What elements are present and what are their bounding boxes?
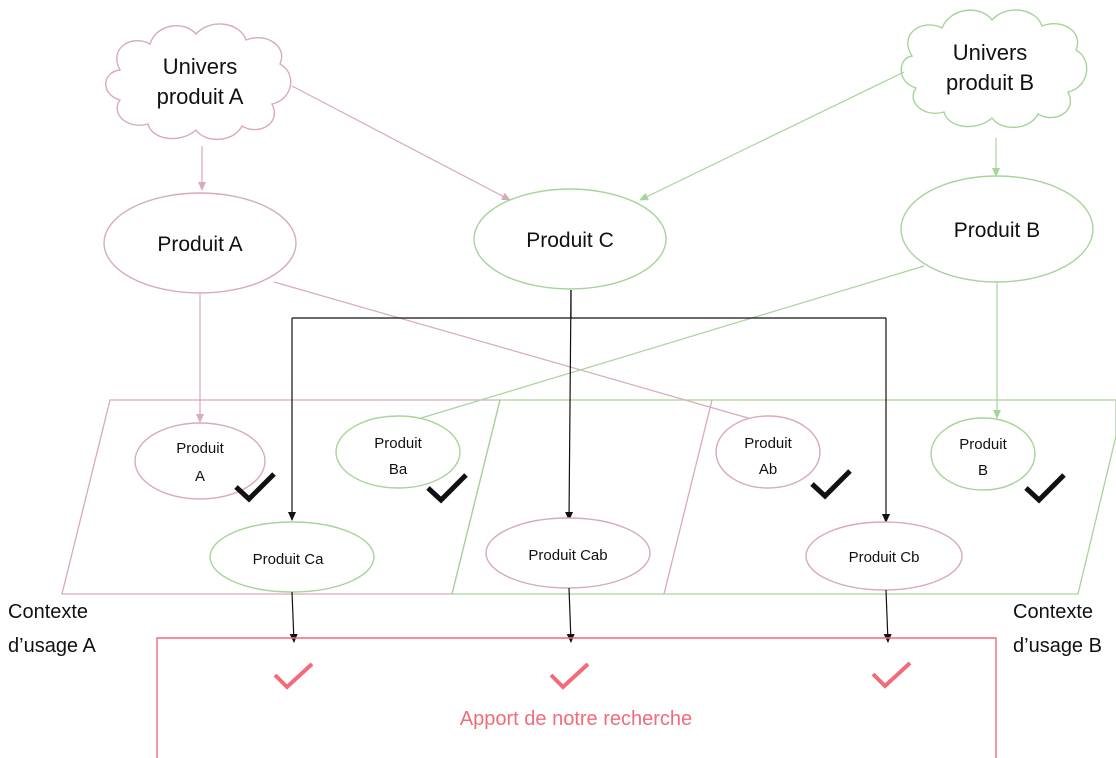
context-divider-line	[663, 399, 713, 595]
universe-b-cloud	[900, 9, 1088, 128]
check-icon-research-cb	[871, 661, 912, 689]
product-ba-label-line1: Produit	[374, 435, 422, 452]
research-box-label: Apport de notre recherche	[460, 708, 692, 730]
arrow-product-a-to-product-ab	[273, 281, 763, 424]
product-ab-label-line2: Ab	[759, 461, 777, 478]
product-b-ctx-label-line2: B	[978, 462, 988, 479]
product-ca-label: Produit Ca	[253, 551, 325, 568]
check-icon-product-b	[1024, 473, 1066, 504]
product-cab-label: Produit Cab	[528, 547, 607, 564]
product-a-ctx-label-line2: A	[195, 468, 205, 485]
research-box	[156, 637, 997, 758]
universe-a-label-line2: produit A	[157, 84, 244, 109]
product-ab-label-line1: Produit	[744, 435, 792, 452]
check-icon-research-cab	[549, 662, 590, 690]
product-cb-node	[805, 521, 963, 591]
arrow-ca-to-research	[289, 591, 298, 643]
arrow-product-c-to-cab	[565, 289, 574, 521]
arrow-cab-to-research	[566, 587, 575, 643]
product-b-ctx-label-line1: Produit	[959, 436, 1007, 453]
check-icon-product-ab	[810, 469, 852, 500]
product-b-ctx-node	[930, 417, 1036, 491]
context-a-label-line2: d’usage A	[8, 635, 97, 657]
arrow-universe-b-to-product-c	[639, 71, 905, 201]
arrow-product-b-to-product-ba	[407, 265, 925, 424]
product-cab-node	[485, 517, 651, 589]
universe-a-label-line1: Univers	[163, 54, 238, 79]
product-ab-node	[715, 415, 821, 489]
context-b-area	[451, 399, 1116, 595]
product-c-label: Produit C	[526, 229, 614, 252]
context-a-label-line1: Contexte	[8, 601, 88, 623]
universe-b-label-line2: produit B	[946, 70, 1034, 95]
product-ba-node	[335, 415, 461, 489]
product-c-node	[473, 188, 667, 290]
product-a-node	[103, 192, 297, 294]
product-b-label: Produit B	[954, 219, 1040, 242]
universe-a-cloud	[105, 23, 292, 140]
product-a-ctx-node	[134, 422, 266, 500]
product-a-ctx-label-line1: Produit	[176, 440, 224, 457]
arrow-cb-to-research	[883, 589, 892, 643]
arrow-universe-a-to-product-c	[291, 85, 511, 201]
check-icon-product-ba	[426, 473, 468, 504]
check-icon-research-ca	[273, 662, 314, 690]
check-icon-product-a	[234, 472, 276, 503]
product-cb-label: Produit Cb	[849, 549, 920, 566]
context-b-label-line1: Contexte	[1013, 601, 1093, 623]
context-b-label-line2: d’usage B	[1013, 635, 1102, 657]
product-a-label: Produit A	[157, 233, 242, 256]
universe-b-label-line1: Univers	[953, 40, 1028, 65]
product-ba-label-line2: Ba	[389, 461, 408, 478]
